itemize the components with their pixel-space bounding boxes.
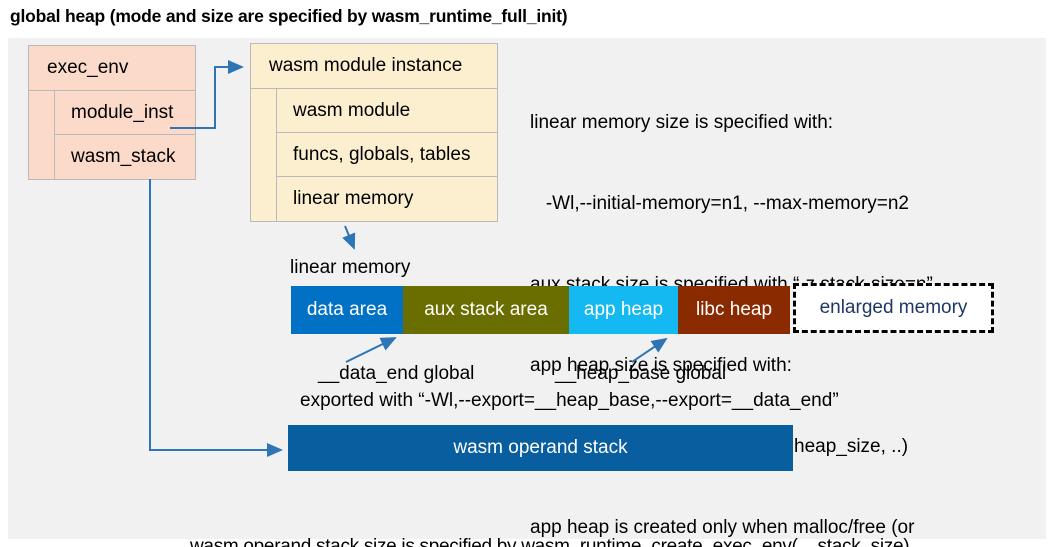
data-end-global-label: __data_end global <box>318 363 475 384</box>
notes-bottom: wasm operand stack size is specified by … <box>190 479 910 547</box>
segment-app-heap: app heap <box>569 286 678 334</box>
module-instance-header: wasm module instance <box>251 44 497 89</box>
note-line: wasm operand stack size is specified by … <box>190 536 910 547</box>
exec-env-rows: module_inst wasm_stack <box>54 91 195 179</box>
linear-memory-bar: data area aux stack area app heap libc h… <box>291 286 790 334</box>
note-line: app heap is created only when malloc/fre… <box>530 517 915 538</box>
module-instance-row-funcs-globals-tables: funcs, globals, tables <box>277 133 497 177</box>
exported-with-label: exported with “-Wl,--export=__heap_base,… <box>300 390 839 411</box>
segment-libc-heap: libc heap <box>678 286 790 334</box>
note-line: linear memory size is specified with: <box>530 112 834 133</box>
diagram-title: global heap (mode and size are specified… <box>10 6 568 26</box>
exec-env-row-wasm-stack: wasm_stack <box>71 146 176 167</box>
heap-base-global-label: __heap_base global <box>555 363 727 384</box>
enlarged-memory-box: enlarged memory <box>793 283 994 333</box>
wasm-operand-stack-bar: wasm operand stack <box>288 425 793 471</box>
module-instance-rows: wasm module funcs, globals, tables linea… <box>276 89 497 221</box>
exec-env-header: exec_env <box>29 46 195 91</box>
linear-memory-label: linear memory <box>290 257 411 278</box>
module-instance-box: wasm module instance wasm module funcs, … <box>250 43 498 222</box>
note-line: app heap size is specified with: <box>530 355 792 376</box>
exec-env-row-module-inst: module_inst <box>55 91 195 135</box>
module-instance-row-linear-memory: linear memory <box>293 188 414 209</box>
note-line: -Wl,--initial-memory=n1, --max-memory=n2 <box>530 193 909 214</box>
exec-env-box: exec_env module_inst wasm_stack <box>28 45 196 180</box>
module-instance-row-wasm-module: wasm module <box>277 89 497 133</box>
segment-aux-stack-area: aux stack area <box>403 286 569 334</box>
segment-data-area: data area <box>291 286 403 334</box>
